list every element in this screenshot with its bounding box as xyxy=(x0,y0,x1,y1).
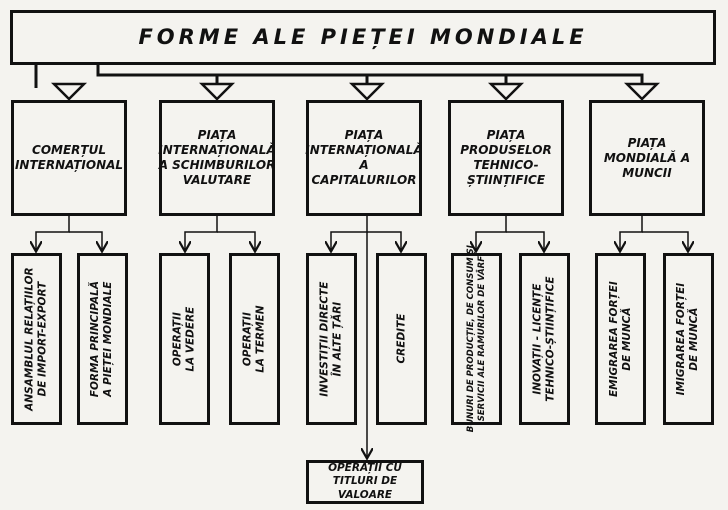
category-munca: PIAȚA MONDIALĂ A MUNCII xyxy=(589,100,705,216)
category-label: PIAȚA INTERNAȚIONALĂ A SCHIMBURILOR VALU… xyxy=(158,128,276,187)
diagram-title: FORME ALE PIEȚEI MONDIALE xyxy=(138,25,588,50)
category-capital: PIAȚA INTERNAȚIONALĂ A CAPITALURILOR xyxy=(305,100,423,216)
leaf-credite: CREDITE xyxy=(376,253,427,425)
extra-label: OPERAȚII CU TITLURI DE VALOARE xyxy=(328,462,402,501)
category-label: PIAȚA MONDIALĂ A MUNCII xyxy=(603,135,691,180)
extra-titluri-valoare: OPERAȚII CU TITLURI DE VALOARE xyxy=(306,460,424,504)
category-label: PIAȚA PRODUSELOR TEHNICO-ȘTIINȚIFICE xyxy=(460,128,552,187)
leaf-label: CREDITE xyxy=(394,314,407,364)
category-comert: COMERȚUL INTERNAȚIONAL xyxy=(11,100,127,216)
leaf-connectors xyxy=(36,216,688,457)
category-label: COMERȚUL INTERNAȚIONAL xyxy=(14,143,124,172)
title-arrowheads xyxy=(50,82,661,101)
title-box: FORME ALE PIEȚEI MONDIALE xyxy=(10,10,716,65)
category-label: PIAȚA INTERNAȚIONALĂ A CAPITALURILOR xyxy=(305,128,423,187)
category-valutar: PIAȚA INTERNAȚIONALĂ A SCHIMBURILOR VALU… xyxy=(158,100,276,216)
category-tehnico: PIAȚA PRODUSELOR TEHNICO-ȘTIINȚIFICE xyxy=(448,100,564,216)
title-connectors xyxy=(34,65,644,88)
